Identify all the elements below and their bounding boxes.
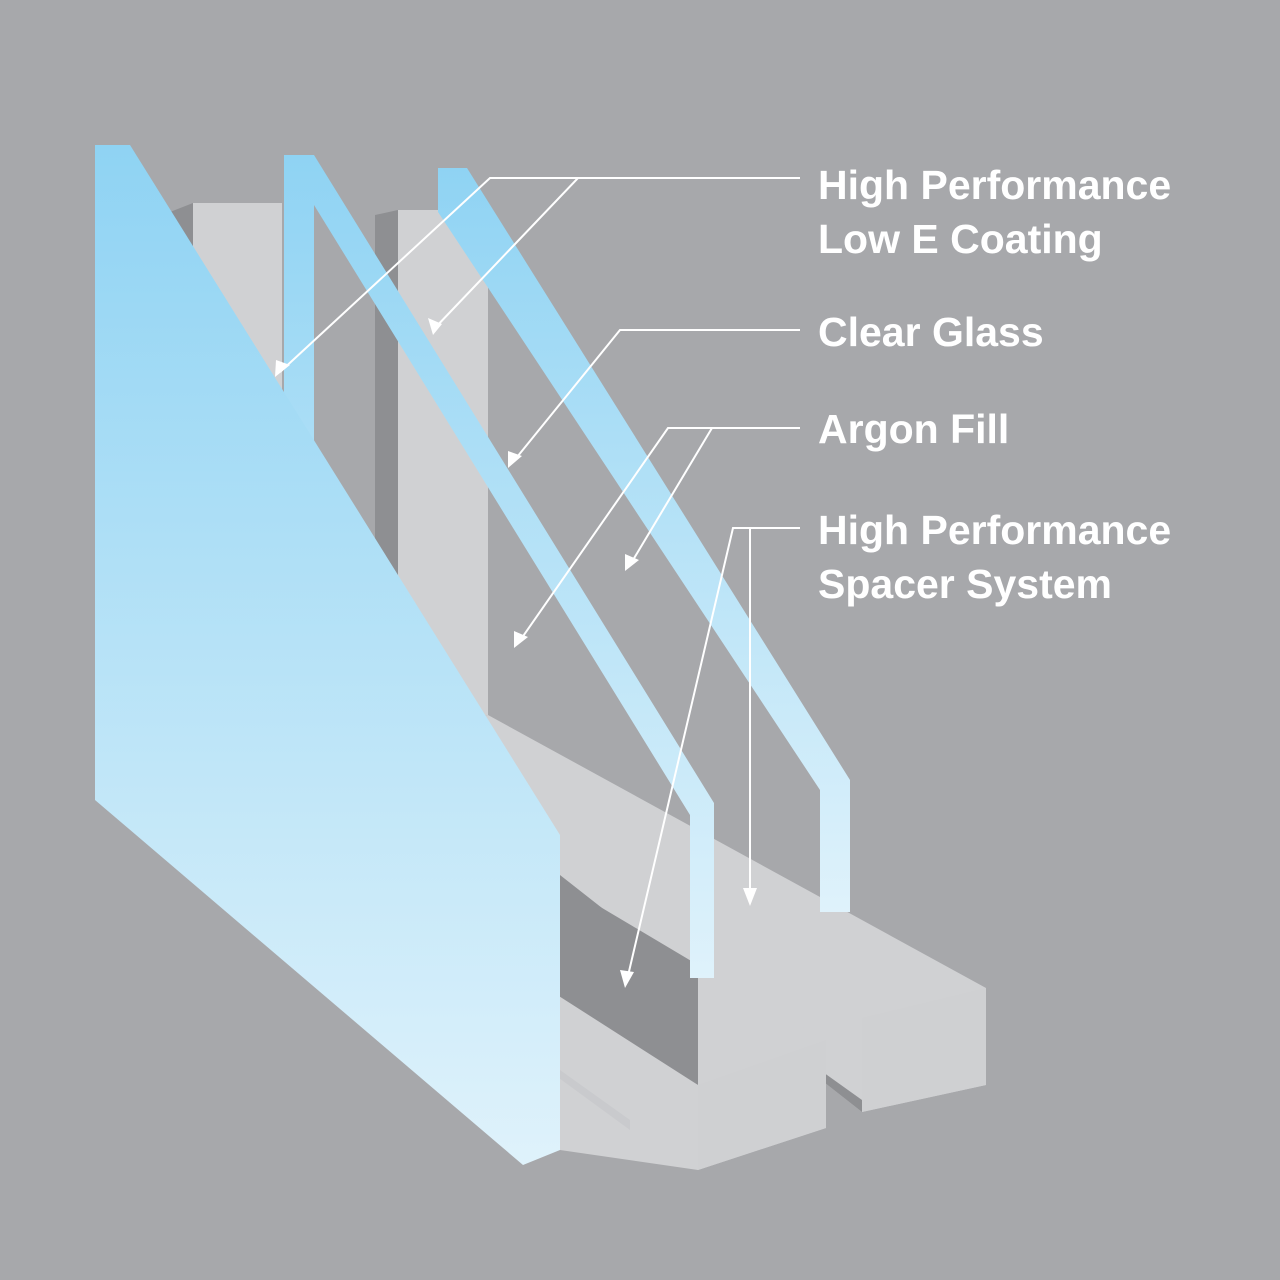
clear-glass-callout-line [512, 329, 800, 463]
arrowhead-icon [428, 318, 442, 335]
glass-pane-1 [95, 145, 560, 1165]
low-e-line-1: High Performance [818, 162, 1172, 208]
argon-line-1: Argon Fill [818, 406, 1010, 452]
spacer-line-2: Spacer System [818, 561, 1113, 607]
callout-arrowheads [275, 318, 757, 988]
spacer-line-1: High Performance [818, 507, 1172, 553]
arrowhead-icon [743, 888, 757, 906]
low-e-callout-line-2 [279, 177, 578, 373]
low-e-line-2: Low E Coating [818, 216, 1103, 262]
callout-lines [279, 177, 800, 981]
clear-glass-label: Clear Glass [818, 305, 1044, 359]
low-e-coating-label: High Performance Low E Coating [818, 158, 1171, 266]
spacer-callout-line-2 [626, 527, 750, 981]
arrowhead-icon [625, 554, 639, 571]
middle-spacer-front [698, 1040, 826, 1170]
glass-pane-3 [438, 168, 850, 912]
arrowhead-icon [620, 970, 634, 988]
arrowhead-icon [514, 631, 528, 648]
arrowhead-icon [508, 451, 522, 468]
arrowhead-icon [275, 360, 290, 377]
rear-spacer-front [862, 988, 986, 1112]
clear-glass-line-1: Clear Glass [818, 309, 1044, 355]
spacer-system-label: High Performance Spacer System [818, 503, 1171, 611]
argon-callout-line-2 [518, 427, 712, 643]
argon-fill-label: Argon Fill [818, 402, 1009, 456]
